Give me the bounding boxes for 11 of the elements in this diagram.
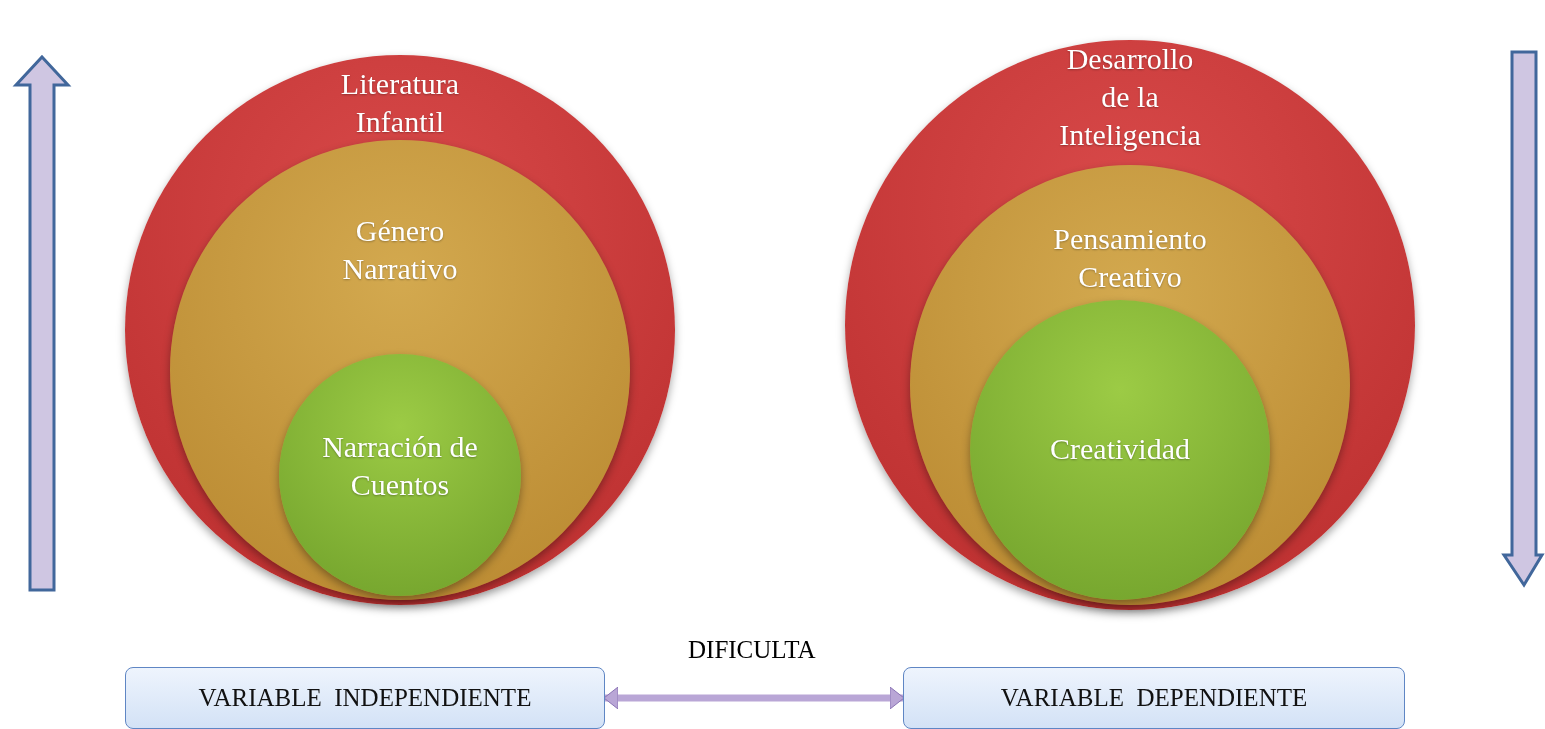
- variable-box: [125, 667, 605, 729]
- double-arrow: [603, 686, 905, 710]
- box-label: VARIABLE INDEPENDIENTE: [197, 684, 533, 712]
- box-label: VARIABLE DEPENDIENTE: [999, 684, 1309, 712]
- circle-label: Pensamiento Creativo: [1052, 221, 1208, 295]
- circle-label: Narración de Cuentos: [321, 429, 479, 503]
- circle-label: Literatura Infantil: [339, 66, 461, 140]
- circle-label: Desarrollo de la Inteligencia: [1058, 41, 1202, 153]
- circle-label: Género Narrativo: [341, 213, 459, 287]
- circle-label: Creatividad: [1049, 431, 1191, 467]
- variable-box: [903, 667, 1405, 729]
